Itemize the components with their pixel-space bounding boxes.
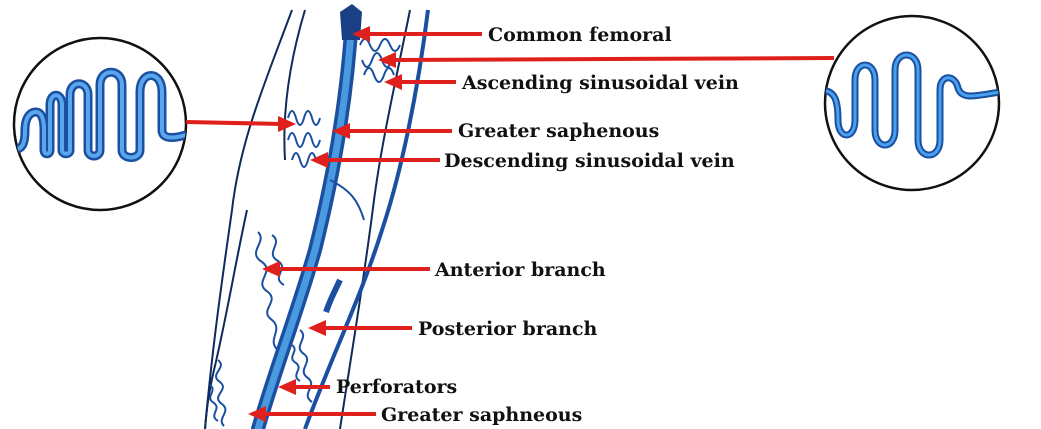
label-common-femoral: Common femoral xyxy=(488,24,672,46)
label-greater-saphenous: Greater saphenous xyxy=(458,120,659,142)
arrow-common-femoral xyxy=(352,26,482,42)
label-perforators: Perforators xyxy=(336,376,457,398)
arrow-posterior-branch xyxy=(308,320,412,336)
arrow-anterior-branch xyxy=(262,261,430,277)
arrow-greater-saphenous xyxy=(332,123,452,139)
label-ascending-sinusoidal-vein: Ascending sinusoidal vein xyxy=(461,72,739,94)
label-anterior-branch: Anterior branch xyxy=(434,259,606,281)
ascending-sinusoid-inset xyxy=(820,16,1000,190)
arrow-right-inset xyxy=(378,52,834,68)
descending-sinusoid-inset xyxy=(12,38,200,210)
label-descending-sinusoidal-vein: Descending sinusoidal vein xyxy=(444,150,735,172)
leg-outline xyxy=(205,10,410,429)
arrow-left-inset xyxy=(186,116,296,132)
label-posterior-branch: Posterior branch xyxy=(418,318,598,340)
label-greater-saphneous: Greater saphneous xyxy=(381,404,582,426)
